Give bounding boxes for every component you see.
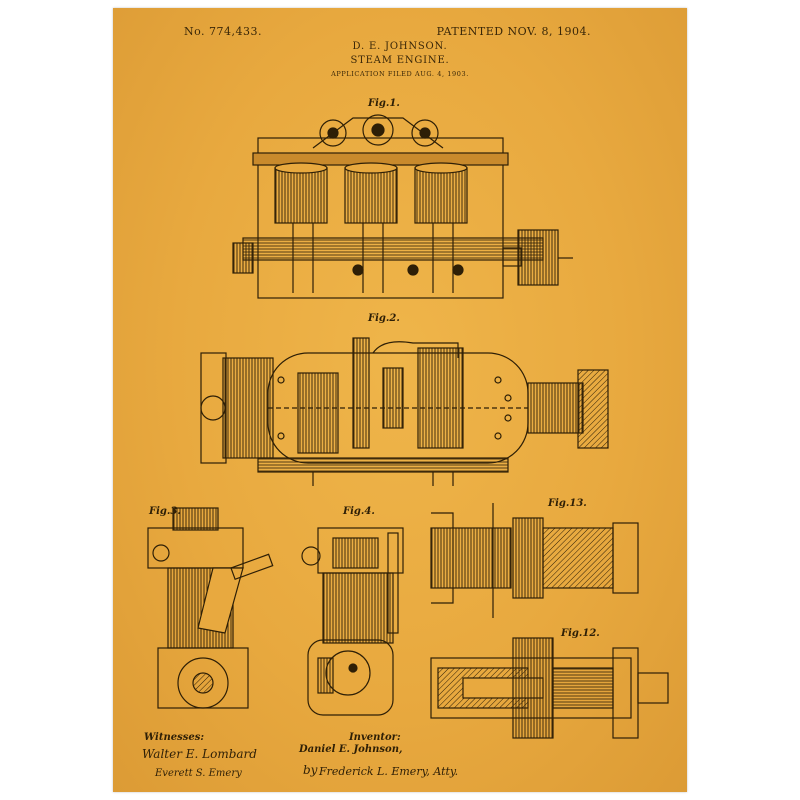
inventor-label: Inventor: (349, 732, 401, 743)
patent-number: No. 774,433. (184, 25, 263, 38)
fig2-label: Fig.2. (368, 313, 400, 324)
fig3-label: Fig.3. (149, 506, 181, 517)
fig13-drawing (430, 503, 639, 618)
inventor-signature: Daniel E. Johnson, (299, 744, 403, 755)
fig4-label: Fig.4. (343, 506, 375, 517)
application-date: APPLICATION FILED AUG. 4, 1903. (331, 70, 469, 78)
fig3-drawing (147, 507, 274, 709)
fig2-drawing (200, 337, 609, 486)
fig1-drawing (232, 114, 573, 299)
patent-poster: No. 774,433. PATENTED NOV. 8, 1904. D. E… (113, 8, 687, 792)
witness-signature-1: Walter E. Lombard (142, 747, 257, 761)
witnesses-label: Witnesses: (144, 732, 205, 743)
by-label: by (303, 763, 318, 777)
fig4-drawing (301, 527, 404, 716)
fig13-label: Fig.13. (548, 498, 587, 509)
patent-drawings (147, 114, 669, 739)
fig1-label: Fig.1. (368, 98, 400, 109)
patent-date: PATENTED NOV. 8, 1904. (436, 25, 591, 38)
witness-signature-2: Everett S. Emery (155, 768, 242, 779)
fig12-label: Fig.12. (561, 628, 600, 639)
patent-title: STEAM ENGINE. (350, 55, 450, 66)
attorney-signature: Frederick L. Emery, Atty. (319, 765, 459, 778)
fig12-drawing (430, 637, 669, 739)
inventor-heading: D. E. JOHNSON. (352, 41, 448, 52)
